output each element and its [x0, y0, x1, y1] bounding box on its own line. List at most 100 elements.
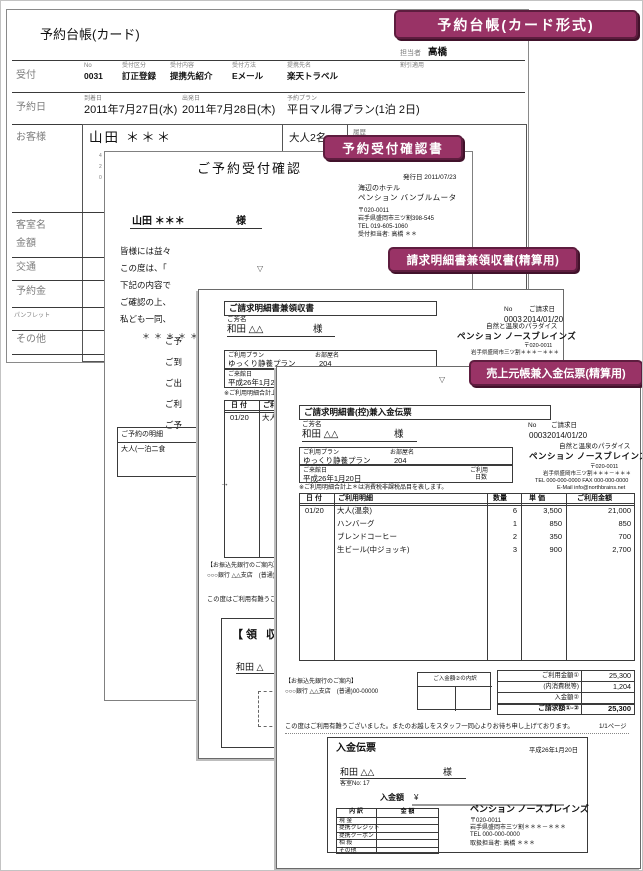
visit-box: ご来館日 平成26年1月20日 ご利用 日数 — [299, 465, 513, 483]
row-label: 金額 — [16, 238, 36, 249]
field-label: 到着日 — [84, 96, 103, 102]
slip-pension-tel: TEL 000-000-0000 — [470, 832, 520, 838]
divider — [12, 92, 525, 93]
field-label: 受付方法 — [232, 63, 257, 69]
field-label: No — [84, 63, 92, 69]
guest-name: 和田 △△ — [227, 324, 264, 335]
doc2-issued: 発行日 2011/07/23 — [403, 174, 457, 181]
body-line: 下記の内容で — [120, 280, 172, 290]
divider — [12, 330, 105, 331]
cell-item: 生ビール(中ジョッキ) — [337, 545, 410, 554]
receipt-guest-underline: 和田 △ — [236, 661, 294, 674]
stay-label-1: ご利用 — [470, 468, 489, 474]
field-value: Eメール — [232, 71, 264, 81]
guest-underline: 山田 ＊＊＊ 様 — [130, 214, 262, 229]
deposit-slip-box: 入金伝票 平成26年1月20日 和田 △△ 様 客室No: 17 入金額 ¥ 内… — [327, 737, 589, 854]
yen-sign: ¥ — [414, 793, 419, 802]
pension-tagline: 自然と温泉のパラダイス — [559, 443, 631, 450]
pension-name: ペンション ノースブレインズ — [457, 331, 577, 341]
slip-row: 提携クレジット — [339, 825, 380, 832]
cell-item: ブレンドコーヒー — [337, 532, 397, 541]
clipped-text: 4 — [99, 153, 102, 159]
pension-address: 岩手県盛岡市三ツ割＊＊＊－＊＊＊ — [543, 471, 632, 477]
plan-name: 平日マル得プラン(1泊 2日) — [287, 104, 420, 116]
doc1-staff-label: 担当者 — [400, 50, 421, 57]
field-label: 受付区分 — [122, 63, 147, 69]
cell-price: 900 — [549, 545, 562, 554]
clipped-text: 2 — [99, 164, 102, 170]
table-line — [566, 493, 567, 661]
field-value: 提携先紹介 — [170, 71, 213, 81]
doc1-title: 予約台帳(カード) — [40, 27, 140, 42]
visit-label: ご来館日 — [303, 468, 328, 474]
slip-row: 現 金 — [339, 818, 353, 824]
row-label: 交通 — [16, 262, 36, 273]
divider — [12, 354, 105, 355]
total-label: ご利用金額① — [541, 672, 579, 679]
guest-name: 和田 △△ — [302, 429, 339, 440]
receipt-guest: 和田 △ — [236, 662, 264, 672]
slip-room-no: 客室No: 17 — [340, 781, 370, 787]
bank-notice-1: 【お振込先銀行のご案内】 — [285, 679, 358, 685]
stamp-box — [258, 691, 278, 727]
plan-box: ご利用プラン ゆっくり静養プラン お部屋名 204 — [299, 447, 513, 465]
field-label: 割引適用 — [400, 63, 425, 69]
clipped-text: 0 — [99, 175, 102, 181]
cell-price: 350 — [549, 532, 562, 541]
detail-box-row: 大人(一泊二食 — [121, 446, 166, 453]
cell-qty: 3 — [512, 545, 517, 554]
row-label: パンフレット — [14, 313, 51, 319]
field-value: 楽天トラベル — [287, 71, 339, 81]
thanks-message: この度はご利用有難うございました。 — [207, 596, 315, 603]
cell-amount: 850 — [618, 519, 631, 528]
slip-table-line — [336, 846, 439, 848]
th-date: 日 付 — [306, 494, 322, 502]
guest-name: 山田 ＊＊＊ — [132, 216, 185, 227]
totals-line — [497, 692, 635, 693]
slip-row: 提携クーポン — [339, 832, 374, 839]
divider — [12, 257, 105, 258]
guest-suffix: 様 — [313, 324, 323, 335]
row-label: 客室名 — [16, 220, 46, 231]
cell-amount: 2,700 — [612, 545, 631, 554]
divider — [12, 60, 525, 61]
hotel-staff: 受付担当者: 高橋 ＊＊ — [358, 232, 418, 238]
guest-underline: 和田 △△ 様 — [302, 428, 417, 442]
breakdown-label: ご入金額②の内訳 — [433, 676, 477, 682]
detail-line: ご予 — [165, 336, 183, 346]
slip-table-line — [336, 824, 439, 826]
billdate-value: 2014/01/20 — [523, 315, 564, 324]
guest-underline: 和田 △△ 様 — [227, 323, 335, 337]
triangle-pointer: ▽ — [257, 264, 264, 273]
total-value: 1,204 — [613, 682, 631, 691]
slip-amount-line — [412, 793, 564, 806]
hotel-address: 岩手県盛岡市三ツ割398-545 — [358, 216, 435, 222]
visit-value: 平成26年1月20日 — [303, 473, 362, 483]
pension-telfax: TEL 000-000-0000 FAX 000-000-0000 — [535, 478, 629, 484]
field-label: 受付内容 — [170, 63, 195, 69]
row-label: その他 — [16, 334, 46, 345]
body-line: 皆様には益々 — [120, 246, 172, 256]
divider — [12, 280, 105, 281]
totals-line — [497, 703, 635, 705]
party-size: 大人2名 — [289, 132, 327, 144]
badge-reservation-ledger: 予約台帳(カード形式) — [394, 10, 638, 39]
no-label: No — [528, 422, 537, 429]
divider — [12, 307, 105, 308]
plan-value: ゆっくり静養プラン — [228, 359, 296, 368]
table-line — [299, 505, 635, 506]
slip-guest-underline: 和田 △△ 様 — [340, 766, 466, 779]
field-label: 予約プラン — [287, 96, 318, 102]
page-indicator: 1/1ページ — [599, 723, 627, 730]
cell-qty: 1 — [512, 519, 517, 528]
hotel-name: ペンション バンブルムータ — [358, 193, 457, 202]
breakdown-box: ご入金額②の内訳 — [417, 672, 492, 711]
detail-line: ご到 — [165, 357, 183, 367]
slip-pension-address: 岩手県盛岡市三ツ割＊＊＊－＊＊＊ — [470, 825, 567, 831]
triangle-pointer: ▽ — [439, 375, 446, 384]
doc3-title: ご請求明細書兼領収書 — [229, 303, 315, 313]
stay-label-2: 日数 — [475, 474, 488, 481]
no-label: No — [504, 306, 513, 313]
guest-label: ご芳名 — [302, 421, 322, 428]
